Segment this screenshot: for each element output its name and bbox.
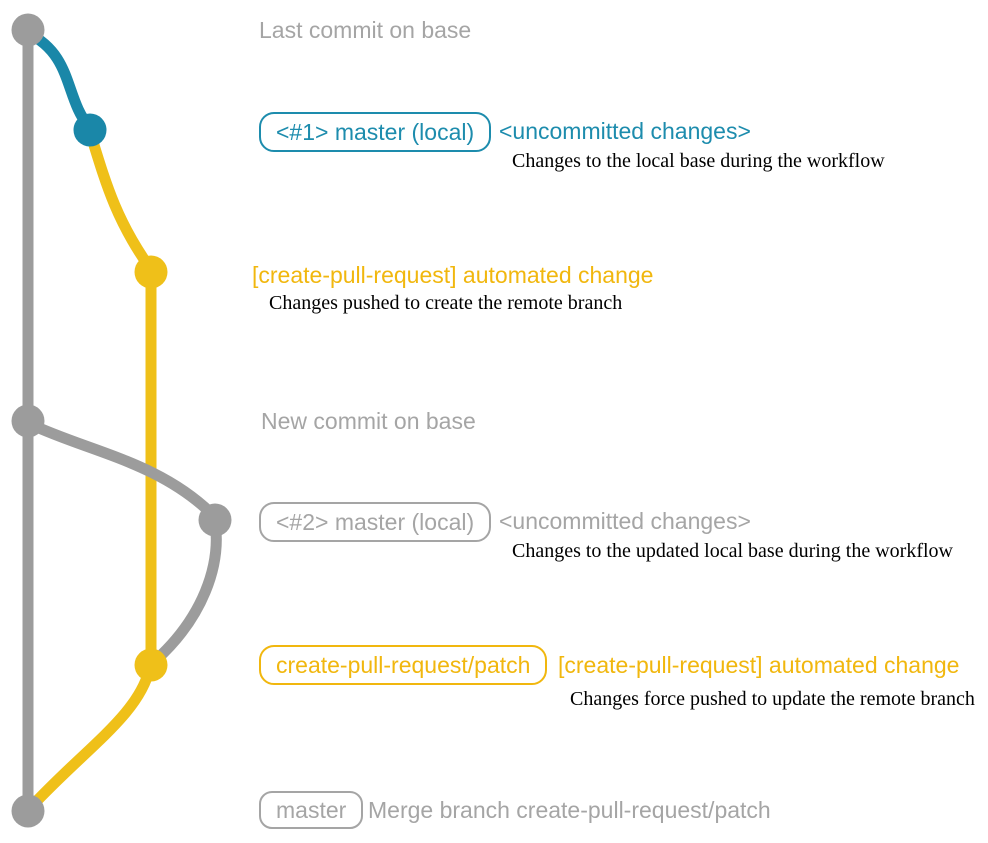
label-new-commit-on-base: New commit on base (261, 408, 476, 434)
commit-dot-last-base (11, 13, 45, 47)
commit-dot-automated-2 (134, 648, 168, 682)
commit-dot-automated-1 (134, 255, 168, 289)
commit-dot-uncommitted-1 (73, 113, 107, 147)
tag-master-local-1-label: <#1> master (local) (276, 118, 475, 145)
commit-dot-uncommitted-2 (198, 503, 232, 537)
label-merge-branch: Merge branch create-pull-request/patch (368, 797, 771, 823)
status-uncommitted-changes-2: <uncommitted changes> (499, 508, 751, 534)
commit-dot-new-base (11, 404, 45, 438)
note-local-base-changes: Changes to the local base during the wor… (512, 150, 885, 172)
commit-graph (11, 13, 232, 828)
tag-create-pull-request-patch-label: create-pull-request/patch (276, 651, 531, 678)
patch-branch-curve-upper (84, 126, 156, 274)
tag-master-local-2-label: <#2> master (local) (276, 508, 475, 535)
tag-master-local-2: <#2> master (local) (259, 502, 492, 542)
tag-create-pull-request-patch: create-pull-request/patch (259, 645, 548, 685)
tag-master-local-1: <#1> master (local) (259, 112, 492, 152)
message-automated-change-1: [create-pull-request] automated change (252, 262, 654, 288)
note-push-create-remote: Changes pushed to create the remote bran… (269, 292, 623, 314)
local-master-branch-curve-2 (24, 418, 222, 666)
note-updated-local-base-changes: Changes to the updated local base during… (512, 540, 953, 562)
commit-dot-merge (11, 794, 45, 828)
message-automated-change-2: [create-pull-request] automated change (558, 652, 960, 678)
tag-master: master (259, 791, 364, 829)
status-uncommitted-changes-1: <uncommitted changes> (499, 118, 751, 144)
local-master-branch-curve-1 (22, 27, 96, 134)
merge-branch-curve (26, 661, 156, 812)
label-last-commit-on-base: Last commit on base (259, 17, 472, 43)
note-force-push-update-remote: Changes force pushed to update the remot… (570, 688, 975, 710)
tag-master-label: master (276, 796, 347, 823)
